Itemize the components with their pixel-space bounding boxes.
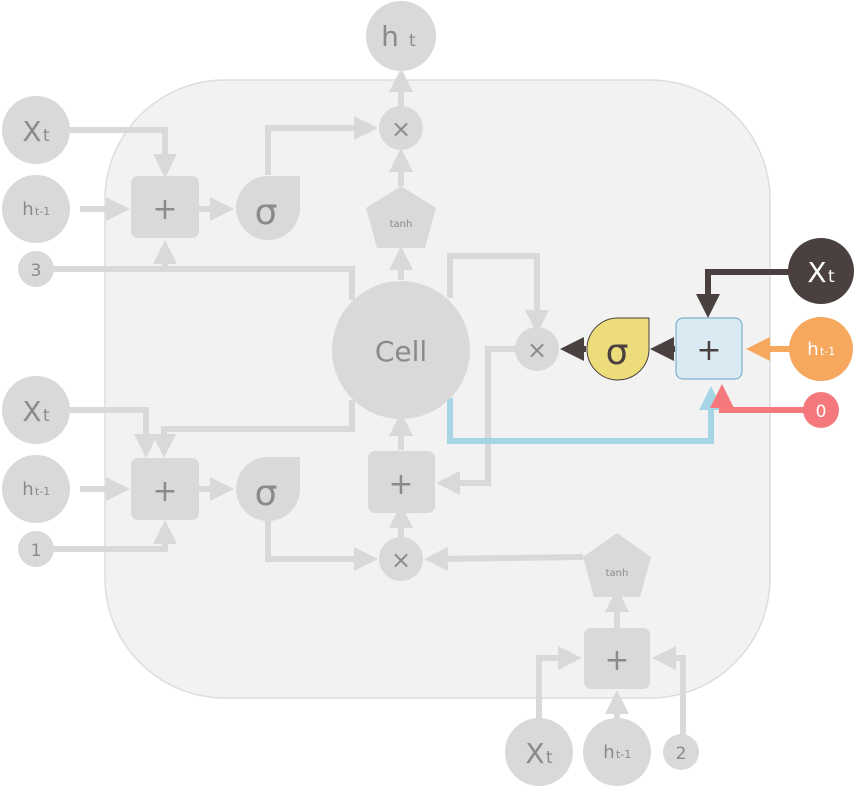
output-gate-plus-symbol: +	[152, 192, 177, 227]
cell-plus-node: +	[368, 451, 435, 513]
candidate-plus-symbol: +	[604, 643, 629, 678]
output-ht-subscript: t	[409, 31, 416, 51]
forget-gate-hprev-node: h t-1	[789, 317, 853, 381]
output-gate-bias-label: 3	[31, 261, 42, 281]
input-gate-bias-node: 1	[18, 531, 54, 567]
output-tanh-label: tanh	[390, 219, 413, 230]
output-gate-sigma-node: σ	[236, 176, 300, 240]
cell-node: Cell	[332, 281, 470, 419]
cell-to-forget-plus-line	[447, 386, 723, 444]
bias-to-forget-plus-line	[710, 384, 804, 413]
inactive-connectors	[54, 68, 686, 735]
input-multiply-node: ×	[379, 537, 423, 581]
candidate-x-node: X t	[505, 718, 573, 786]
output-ht-label: h	[381, 20, 399, 53]
output-gate-x-label: X	[22, 115, 41, 148]
cell-label: Cell	[375, 335, 427, 368]
candidate-tanh-node: tanh	[583, 533, 651, 597]
candidate-hprev-subscript: t-1	[616, 748, 631, 761]
input-gate-sigma-node: σ	[236, 457, 300, 521]
output-multiply-symbol: ×	[391, 115, 411, 143]
output-gate-hprev-node: h t-1	[2, 175, 70, 243]
cell-plus-symbol: +	[388, 467, 413, 502]
forget-gate-x-label: X	[807, 256, 826, 289]
candidate-bias-node: 2	[663, 734, 699, 770]
output-gate-plus-node: +	[131, 176, 199, 238]
forget-multiply-symbol: ×	[527, 336, 547, 364]
input-gate-bias-label: 1	[31, 541, 42, 561]
x-to-forget-plus-line	[696, 269, 790, 318]
candidate-x-label: X	[525, 737, 544, 770]
candidate-bias-label: 2	[676, 744, 687, 764]
input-gate-plus-node: +	[131, 458, 199, 520]
output-gate-hprev-subscript: t-1	[35, 205, 50, 218]
input-gate-hprev-label: h	[22, 479, 33, 500]
input-gate-hprev-node: h t-1	[2, 455, 70, 523]
input-gate-hprev-subscript: t-1	[35, 485, 50, 498]
output-gate-x-node: X t	[2, 96, 70, 164]
candidate-tanh-label: tanh	[606, 568, 629, 579]
input-gate-x-label: X	[22, 395, 41, 428]
forget-gate-bias-label: 0	[816, 402, 827, 422]
output-tanh-node: tanh	[366, 186, 436, 248]
output-gate-x-subscript: t	[43, 126, 50, 146]
output-gate-sigma-symbol: σ	[255, 192, 278, 233]
candidate-plus-node: +	[584, 628, 650, 689]
forget-gate-bias-node: 0	[803, 392, 839, 428]
forget-gate-x-subscript: t	[828, 267, 835, 287]
output-gate-bias-node: 3	[18, 251, 54, 287]
forget-gate-sigma-symbol: σ	[606, 332, 629, 373]
candidate-hprev-label: h	[603, 742, 614, 763]
forget-gate-hprev-label: h	[807, 339, 818, 360]
input-gate-plus-symbol: +	[152, 474, 177, 509]
output-ht-node: h t	[366, 1, 436, 71]
forget-gate-x-node: X t	[788, 238, 854, 304]
candidate-x-subscript: t	[546, 748, 553, 768]
input-gate-x-node: X t	[2, 376, 70, 444]
output-multiply-node: ×	[379, 106, 423, 150]
forget-gate-hprev-subscript: t-1	[820, 345, 835, 358]
output-gate-hprev-label: h	[22, 199, 33, 220]
candidate-hprev-node: h t-1	[583, 718, 651, 786]
forget-gate-plus-node: +	[675, 317, 743, 380]
forget-multiply-node: ×	[515, 327, 559, 371]
forget-gate-sigma-node: σ	[586, 317, 650, 381]
input-gate-sigma-symbol: σ	[255, 473, 278, 514]
input-multiply-symbol: ×	[391, 546, 411, 574]
input-gate-x-subscript: t	[43, 406, 50, 426]
forget-gate-plus-symbol: +	[696, 333, 721, 368]
